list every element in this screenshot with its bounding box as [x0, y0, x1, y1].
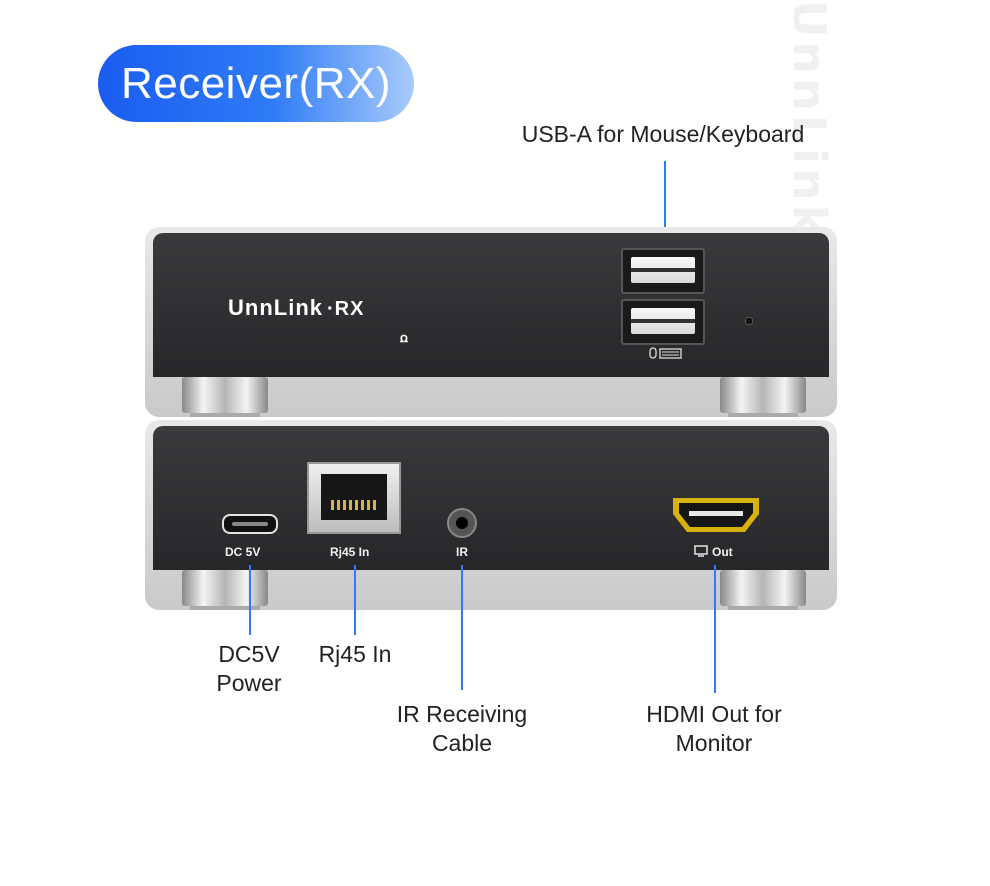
- ir-callout-line1: IR Receiving: [396, 701, 528, 727]
- hdmi-callout-line1: HDMI Out for: [646, 701, 782, 727]
- rj45-port: [307, 462, 401, 534]
- hdmi-callout-line: [714, 565, 716, 693]
- ir-sensor-icon: ꭥ: [400, 330, 408, 345]
- ir-jack: [447, 508, 477, 538]
- hdmi-port: [671, 496, 761, 539]
- mouse-keyboard-icon: [649, 347, 683, 362]
- tv-icon: [694, 544, 708, 562]
- rj45-callout-line: [354, 565, 356, 635]
- rear-foot-left: [182, 570, 268, 610]
- rj45-port-label: Rj45 In: [330, 545, 370, 559]
- page-title: Receiver(RX): [98, 45, 414, 122]
- dc-callout: DC5V Power: [189, 640, 309, 698]
- usb-callout: USB-A for Mouse/Keyboard: [521, 121, 805, 147]
- status-led: [745, 317, 753, 325]
- rear-face: DC 5V Rj45 In IR Out: [153, 426, 829, 570]
- usb-callout-line: [664, 161, 666, 253]
- hdmi-callout-line2: Monitor: [675, 730, 753, 756]
- ir-port-label: IR: [456, 545, 468, 559]
- usb-port-bottom: [621, 299, 705, 345]
- rear-panel: DC 5V Rj45 In IR Out: [145, 420, 837, 610]
- ir-callout: IR Receiving Cable: [372, 700, 552, 758]
- front-foot-right: [720, 377, 806, 417]
- ir-callout-line: [461, 565, 463, 690]
- brand-model: ·RX: [327, 298, 365, 320]
- ir-callout-line2: Cable: [431, 730, 493, 756]
- brand-logo: UnnLink·RX: [228, 295, 364, 321]
- dc-callout-line1: DC5V: [218, 641, 280, 667]
- dc-port-label: DC 5V: [225, 545, 261, 559]
- dc-callout-line2: Power: [216, 670, 282, 696]
- dc-callout-line: [249, 565, 251, 635]
- usb-port-top: [621, 248, 705, 294]
- front-foot-left: [182, 377, 268, 417]
- front-face: UnnLink·RX ꭥ: [153, 233, 829, 377]
- front-panel: UnnLink·RX ꭥ: [145, 227, 837, 417]
- usb-c-port: [222, 514, 278, 534]
- hdmi-callout: HDMI Out for Monitor: [616, 700, 812, 758]
- brand-logo-text: UnnLink: [228, 295, 323, 320]
- hdmi-port-label: Out: [712, 545, 733, 559]
- rear-foot-right: [720, 570, 806, 610]
- rj45-callout: Rj45 In: [318, 641, 392, 667]
